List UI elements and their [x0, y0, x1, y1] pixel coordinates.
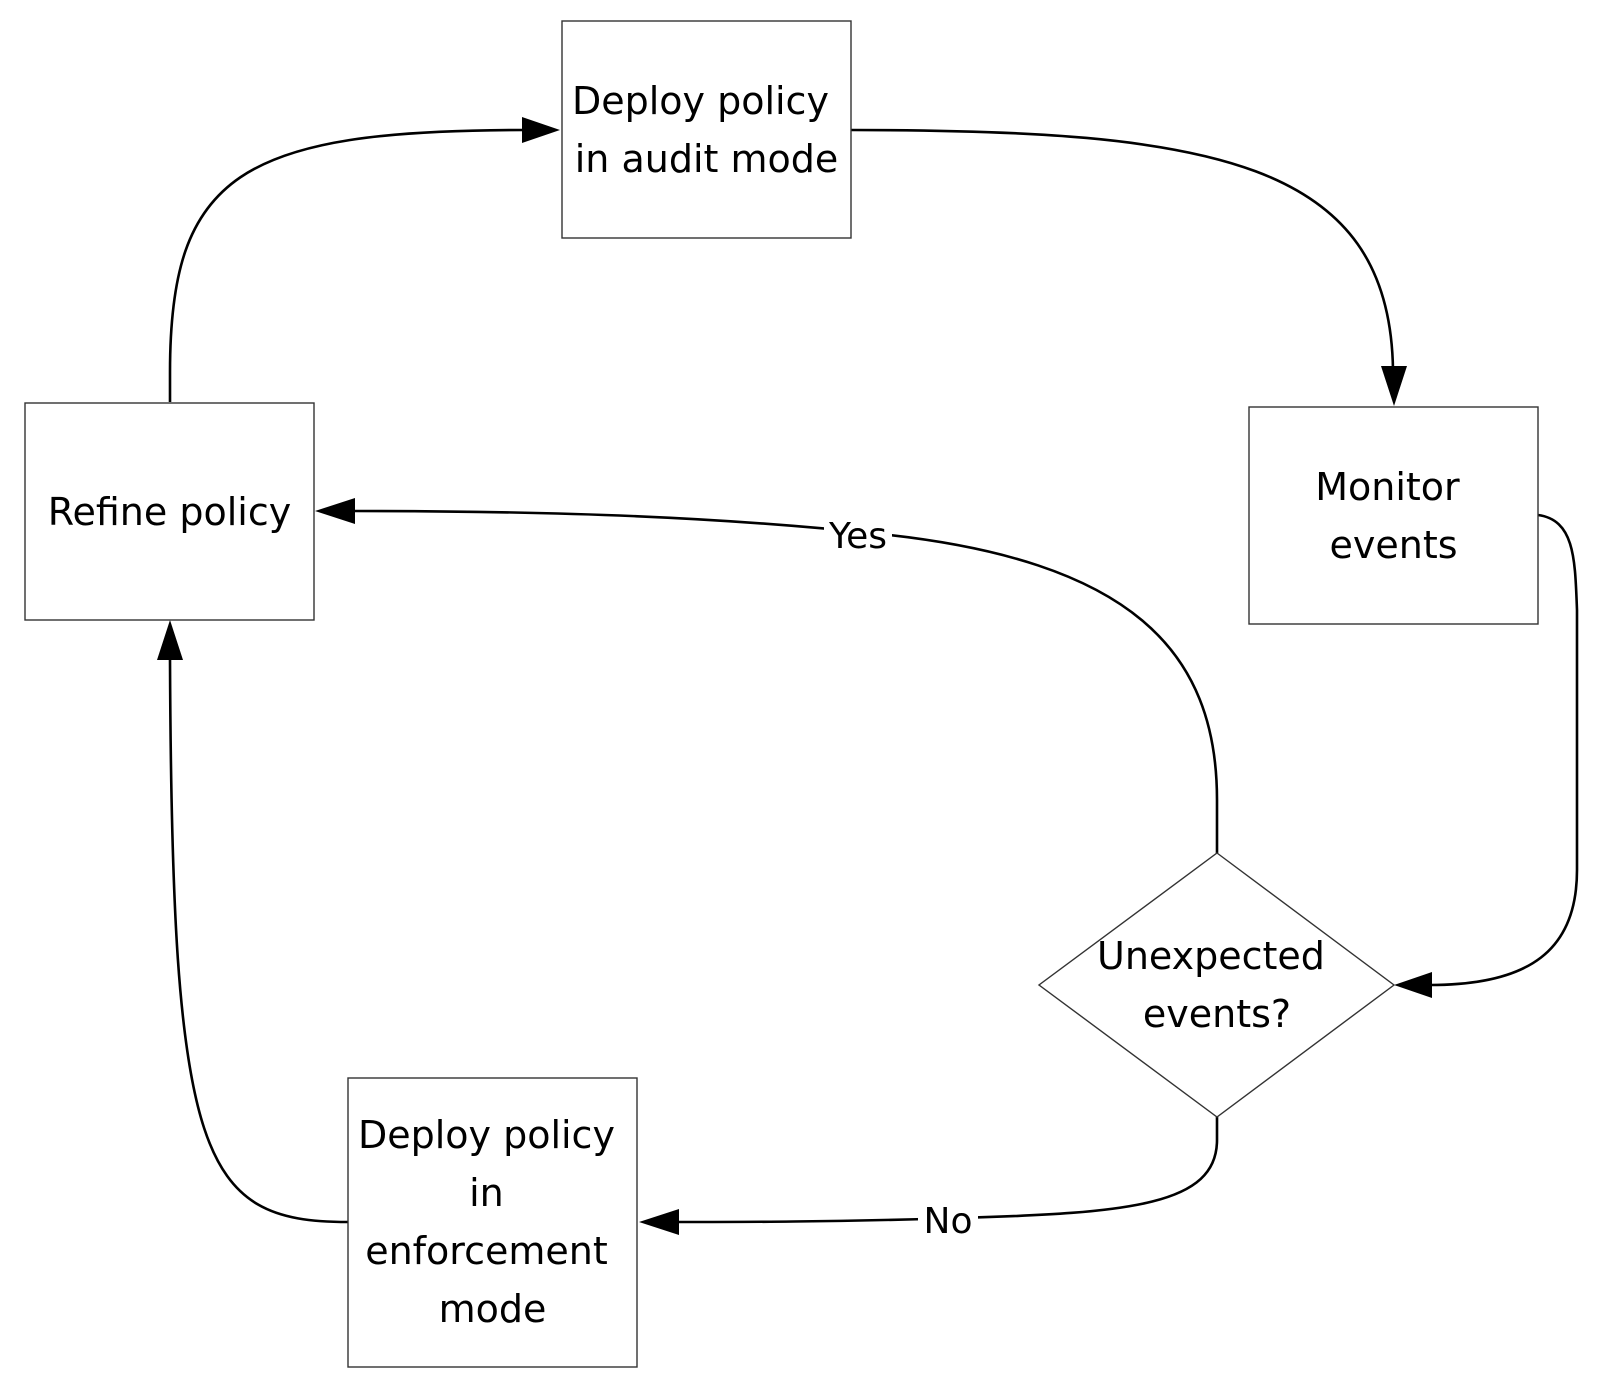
node-deploy-enforce: Deploy policy in enforcement mode [347, 1077, 638, 1368]
decision-diamond [1037, 852, 1396, 1118]
enforce-line-3: enforcement [365, 1229, 608, 1273]
monitor-line-2: events [1329, 523, 1457, 567]
edge-monitor-to-decision [1429, 513, 1579, 987]
edge-enforce-to-refine [168, 659, 349, 1224]
edge-decision-yes [351, 509, 1219, 853]
arrow-head-enforce [639, 1209, 679, 1235]
edge-label-yes-group: Yes [824, 514, 892, 557]
edge-label-no-group: No [918, 1200, 978, 1242]
refine-policy-text: Refine policy [48, 490, 291, 534]
node-decision: Unexpected events? [1037, 852, 1396, 1118]
arrow-head-refine-yes [315, 498, 355, 524]
decision-text: Unexpected events? [1097, 934, 1337, 1036]
arrow-head-decision [1394, 972, 1432, 998]
deploy-audit-box [561, 20, 852, 239]
decision-line-2: events? [1143, 992, 1291, 1036]
decision-line-1: Unexpected [1097, 934, 1325, 978]
deploy-audit-text: Deploy policy in audit mode [572, 79, 841, 181]
deploy-audit-line-2: in audit mode [575, 137, 839, 181]
edge-label-yes-bg [824, 514, 892, 554]
refine-line-1: Refine policy [48, 490, 291, 534]
edge-refine-to-audit [168, 125, 551, 402]
monitor-events-text: Monitor events [1315, 465, 1472, 567]
deploy-audit-line-1: Deploy policy [572, 79, 829, 123]
enforce-line-2: in [469, 1171, 504, 1215]
node-monitor-events: Monitor events [1248, 406, 1539, 625]
node-deploy-audit: Deploy policy in audit mode [561, 20, 852, 239]
arrow-head-refine-up [157, 620, 183, 660]
edge-audit-to-monitor [850, 128, 1395, 371]
enforce-line-1: Deploy policy [358, 1113, 615, 1157]
edge-label-no: No [924, 1201, 973, 1242]
monitor-line-1: Monitor [1315, 465, 1460, 509]
enforce-line-4: mode [439, 1287, 547, 1331]
monitor-events-box [1248, 406, 1539, 625]
edge-label-yes: Yes [828, 516, 887, 557]
arrow-head-audit [522, 117, 560, 143]
node-refine-policy: Refine policy [24, 402, 315, 621]
refine-policy-box [24, 402, 315, 621]
deploy-enforce-text: Deploy policy in enforcement mode [358, 1113, 627, 1331]
edge-label-no-bg [918, 1200, 978, 1242]
deploy-enforce-box [347, 1077, 638, 1368]
arrow-head-monitor [1381, 366, 1407, 406]
